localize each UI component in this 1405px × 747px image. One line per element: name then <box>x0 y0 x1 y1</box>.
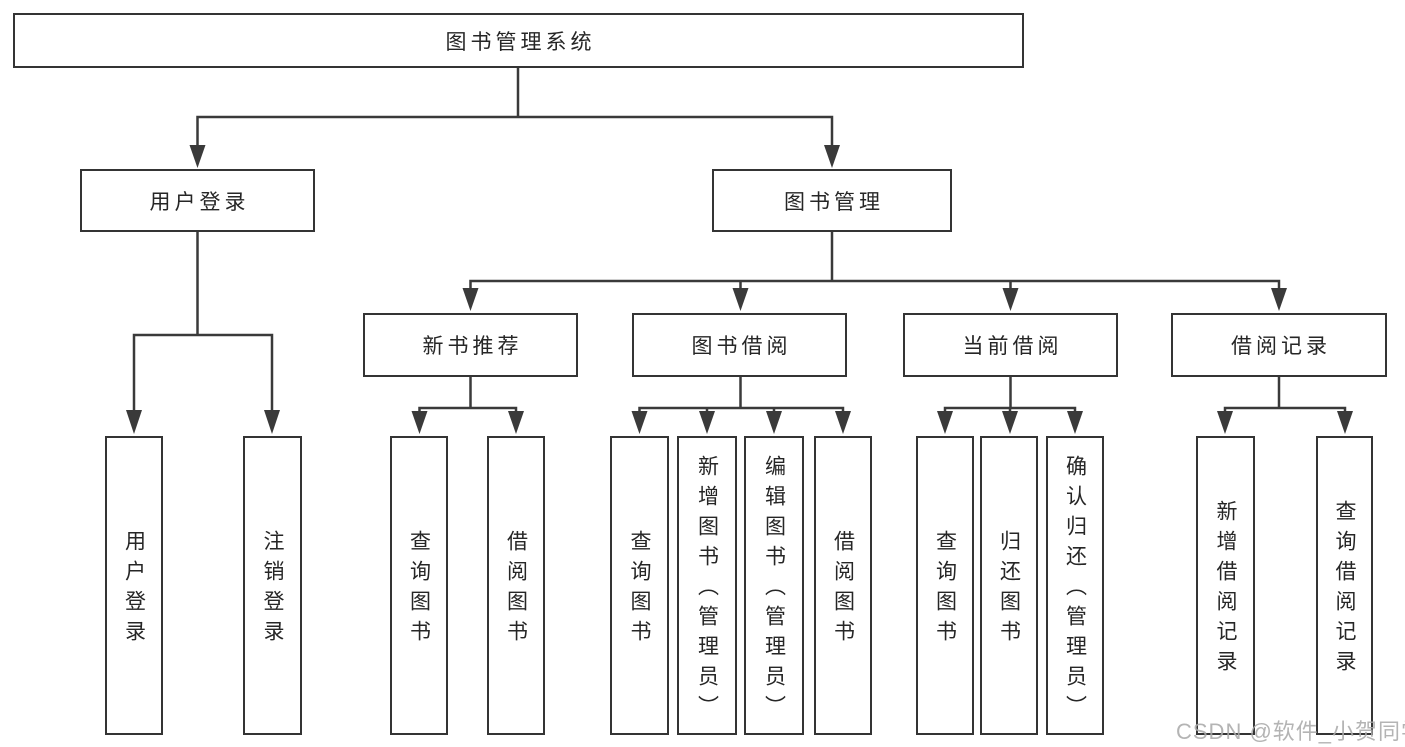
leaf-edit-book-admin: 编辑图书（管理员） <box>744 436 804 735</box>
leaf-confirm-return-admin: 确认归还（管理员） <box>1046 436 1104 735</box>
leaf-recommend-query-books: 查询图书 <box>390 436 448 735</box>
connector-current-to-leaves <box>937 374 1083 434</box>
leaf-return-books: 归还图书 <box>980 436 1038 735</box>
connector-root-to-level2 <box>189 64 840 168</box>
leaf-borrow-books: 借阅图书 <box>814 436 872 735</box>
node-user-login: 用户登录 <box>80 169 315 232</box>
connector-mgmt-to-level3 <box>462 230 1287 311</box>
connector-records-to-leaves <box>1217 374 1353 434</box>
leaf-current-query-books: 查询图书 <box>916 436 974 735</box>
connector-borrow-to-leaves <box>631 374 851 434</box>
leaf-add-book-admin: 新增图书（管理员） <box>677 436 737 735</box>
node-root: 图书管理系统 <box>13 13 1024 68</box>
node-new-book-recommend: 新书推荐 <box>363 313 578 377</box>
leaf-borrow-query-books: 查询图书 <box>610 436 669 735</box>
leaf-user-login: 用户登录 <box>105 436 163 735</box>
node-book-management: 图书管理 <box>712 169 952 232</box>
watermark: CSDN @软件_小贺同学 <box>1176 719 1405 744</box>
leaf-logout: 注销登录 <box>243 436 302 735</box>
leaf-query-borrow-record: 查询借阅记录 <box>1316 436 1373 735</box>
leaf-recommend-borrow-books: 借阅图书 <box>487 436 545 735</box>
connector-recommend-to-leaves <box>411 374 524 434</box>
connector-user-to-leaves <box>126 230 280 434</box>
node-book-borrow: 图书借阅 <box>632 313 847 377</box>
node-current-borrow: 当前借阅 <box>903 313 1118 377</box>
leaf-add-borrow-record: 新增借阅记录 <box>1196 436 1255 735</box>
node-borrow-records: 借阅记录 <box>1171 313 1387 377</box>
